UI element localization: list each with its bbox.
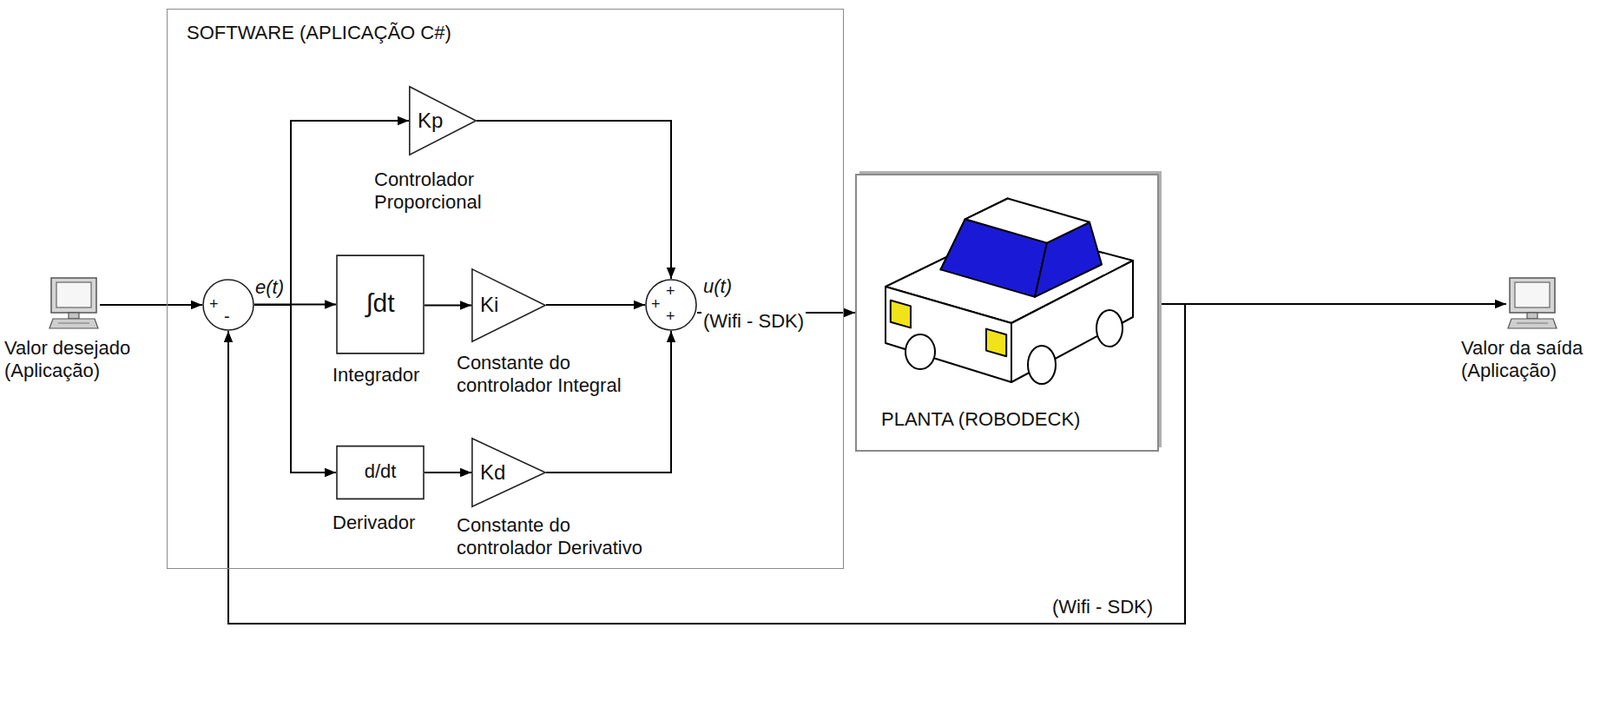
sign-label: + bbox=[665, 282, 679, 302]
derivator-box: d/dtDerivador bbox=[335, 445, 425, 500]
signal-arrow bbox=[1158, 302, 1507, 305]
gain-triangle: KpControlador Proporcional bbox=[408, 85, 477, 156]
integrator-box: ∫dtIntegrador bbox=[335, 254, 425, 355]
block-symbol: ∫dt bbox=[335, 287, 425, 319]
sign-label: + bbox=[651, 295, 664, 315]
link-label: (Wifi - SDK) bbox=[701, 309, 806, 333]
io-caption: Valor da saída (Aplicação) bbox=[1461, 336, 1592, 383]
signal-arrow bbox=[424, 471, 472, 474]
robodeck-car bbox=[885, 198, 1133, 385]
signal-label: u(t) bbox=[701, 275, 734, 298]
signal-arrow bbox=[546, 303, 646, 306]
gain-triangle: KiConstante do controlador Integral bbox=[471, 268, 547, 343]
gain-symbol: Ki bbox=[480, 292, 499, 318]
computer-icon-outline bbox=[1506, 276, 1561, 332]
io-caption: Valor desejado (Aplicação) bbox=[4, 336, 157, 383]
sign-label: + bbox=[665, 307, 679, 327]
signal-arrow bbox=[424, 304, 472, 307]
computer-icon-outline bbox=[47, 276, 100, 332]
signal-label: (Wifi - SDK) bbox=[1050, 595, 1155, 619]
block-caption: Integrador bbox=[332, 363, 437, 387]
signal-label: e(t) bbox=[253, 276, 286, 299]
block-symbol: d/dt bbox=[335, 460, 425, 483]
summing-junction: +++ bbox=[645, 278, 698, 331]
gain-symbol: Kd bbox=[480, 460, 506, 486]
gain-symbol: Kp bbox=[417, 108, 443, 134]
signal-arrow bbox=[99, 303, 203, 306]
block-caption: Derivador bbox=[332, 511, 437, 534]
signal-arrow bbox=[476, 120, 672, 279]
sign-label: - bbox=[223, 305, 237, 327]
summing-junction: +- bbox=[202, 278, 255, 331]
plant-frame: PLANTA (ROBODECK) bbox=[855, 173, 1159, 452]
block-caption: Constante do controlador Derivativo bbox=[456, 513, 644, 560]
frame-title: PLANTA (ROBODECK) bbox=[881, 408, 1142, 431]
signal-arrow bbox=[254, 304, 336, 473]
gain-triangle: KdConstante do controlador Derivativo bbox=[471, 437, 547, 507]
computer-icon: Valor desejado (Aplicação) bbox=[47, 276, 100, 332]
block-caption: Controlador Proporcional bbox=[374, 168, 522, 215]
sign-label: + bbox=[209, 295, 224, 315]
frame-title: SOFTWARE (APLICAÇÃO C#) bbox=[186, 21, 534, 45]
computer-icon: Valor da saída (Aplicação) bbox=[1506, 276, 1561, 332]
block-caption: Constante do controlador Integral bbox=[456, 351, 644, 398]
